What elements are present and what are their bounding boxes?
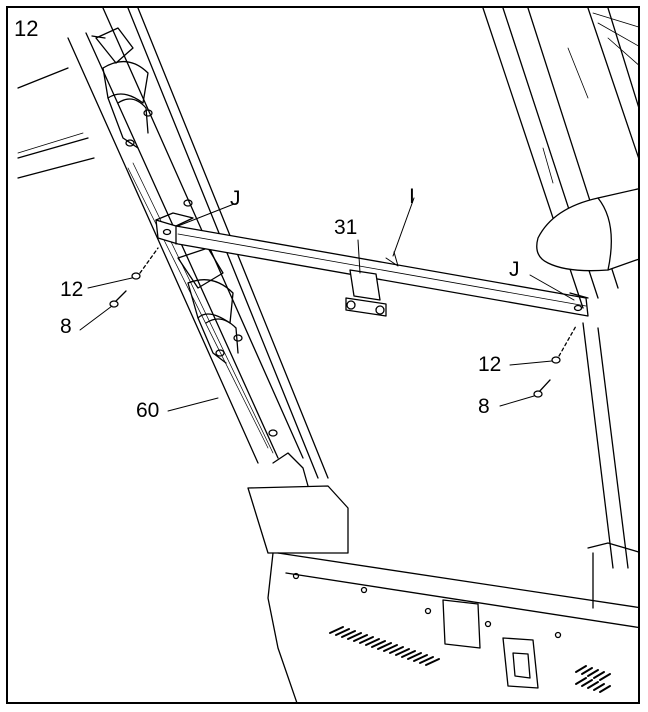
label-bracket-right: J <box>509 258 520 281</box>
vent-slots-right <box>575 665 611 693</box>
right-bolt <box>533 379 551 398</box>
base-frame-left <box>17 67 95 179</box>
vent-slots-left <box>329 626 440 666</box>
step-number: 12 <box>14 16 39 41</box>
label-bolt-left: 8 <box>60 315 72 338</box>
label-washer-left: 12 <box>60 278 84 301</box>
diagram-frame: 12 J I 31 J 12 8 12 8 60 <box>6 6 640 704</box>
right-hardware-path <box>558 325 577 357</box>
leader-lines <box>79 197 575 412</box>
label-bolt-right: 8 <box>478 395 490 418</box>
label-upright-left: 60 <box>136 399 160 422</box>
left-bolt <box>109 290 127 308</box>
hinge-bracket <box>345 269 387 317</box>
lower-cable-clip <box>177 247 243 364</box>
left-hardware-path <box>139 247 159 274</box>
upper-cable-clip <box>95 27 153 149</box>
label-washer-right: 12 <box>478 353 502 376</box>
handrail-cap <box>536 12 638 272</box>
assembly-illustration <box>17 8 638 702</box>
label-crossbar: I <box>409 185 415 208</box>
label-part-31: 31 <box>334 216 358 239</box>
crossbar <box>155 212 589 317</box>
right-washer <box>551 356 561 364</box>
left-washer <box>131 272 141 280</box>
label-bracket-left: J <box>230 187 241 210</box>
motor-hood <box>247 452 638 702</box>
